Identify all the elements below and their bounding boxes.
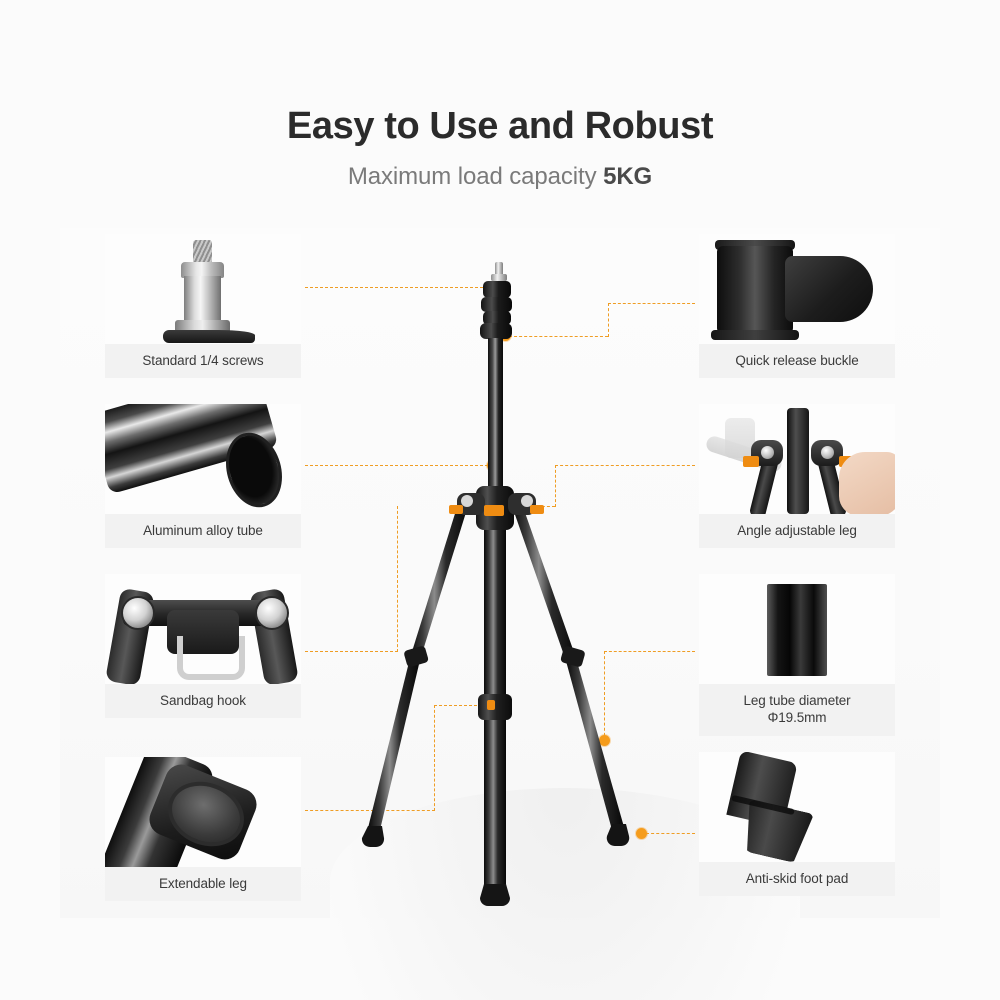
feature-label: Sandbag hook: [105, 684, 301, 719]
connector-quick-release-a: [509, 336, 608, 337]
connector-angle-leg-c: [555, 465, 695, 466]
leg-tube-diameter-image: [699, 574, 895, 684]
knuckle-screw-left: [761, 446, 774, 459]
feature-label-line1: Sandbag hook: [160, 693, 246, 708]
feature-card-quick-release-buckle[interactable]: Quick release buckle: [699, 234, 895, 379]
feature-label: Aluminum alloy tube: [105, 514, 301, 549]
angle-adjustable-leg-image: [699, 404, 895, 514]
feature-label: Angle adjustable leg: [699, 514, 895, 549]
connector-quick-release-c: [608, 303, 695, 304]
feature-label: Standard 1/4 screws: [105, 344, 301, 379]
buckle-bottom-cap: [711, 330, 799, 340]
connector-angle-leg-b: [555, 465, 556, 507]
connector-sandbag-hook-b: [305, 651, 398, 652]
aluminum-tube-image: [105, 404, 301, 514]
rivet-icon-right: [255, 596, 289, 630]
adjustable-center-column: [787, 408, 809, 514]
feature-label-line1: Quick release buckle: [735, 353, 859, 368]
connector-foot-pad: [646, 833, 695, 834]
connector-quick-release-b: [608, 303, 609, 337]
connector-extendable-leg-a: [434, 705, 487, 706]
screw-mount-plate: [163, 330, 255, 343]
rivet-icon-left: [121, 596, 155, 630]
feature-label-line1: Anti-skid foot pad: [745, 871, 849, 886]
feature-label-line1: Aluminum alloy tube: [143, 523, 263, 538]
subtitle-prefix: Maximum load capacity: [347, 162, 604, 190]
buckle-lever: [785, 256, 873, 322]
u-hook-icon: [177, 636, 245, 680]
ghost-head-outline: [725, 418, 755, 458]
feature-label-line1: Angle adjustable leg: [737, 523, 857, 538]
screw-top-flange: [181, 262, 224, 278]
anti-skid-foot-pad-image: [699, 752, 895, 862]
connector-extendable-leg-c: [305, 810, 435, 811]
feature-card-sandbag-hook[interactable]: Sandbag hook: [105, 574, 301, 719]
screw-body: [184, 276, 221, 322]
buckle-top-cap: [715, 240, 795, 250]
connector-standard-screws: [305, 287, 493, 288]
knuckle-screw-right: [821, 446, 834, 459]
feature-card-angle-adjustable-leg[interactable]: Angle adjustable leg: [699, 404, 895, 549]
leg-tube-sample: [767, 584, 827, 676]
sandbag-hook-image: [105, 574, 301, 684]
connector-aluminum-tube: [305, 465, 493, 466]
connector-sandbag-hook-a: [397, 506, 398, 652]
buckle-barrel: [717, 246, 793, 334]
connector-extendable-leg-b: [434, 705, 435, 811]
feature-label-line1: Extendable leg: [159, 876, 247, 891]
screw-thread-icon: [193, 240, 212, 266]
angle-release-tab-left: [743, 456, 759, 467]
connector-leg-diameter-a: [604, 651, 605, 741]
feature-card-extendable-leg[interactable]: Extendable leg: [105, 757, 301, 902]
feature-label: Anti-skid foot pad: [699, 862, 895, 897]
page-subtitle: Maximum load capacity 5KG: [0, 149, 1000, 191]
feature-label: Extendable leg: [105, 867, 301, 902]
callout-dot-foot-pad: [636, 828, 647, 839]
feature-label: Quick release buckle: [699, 344, 895, 379]
feature-card-leg-tube-diameter[interactable]: Leg tube diameter Φ19.5mm: [699, 574, 895, 736]
screw-base-flange: [175, 320, 230, 333]
subtitle-load-value: 5KG: [603, 162, 653, 190]
feature-label-line1: Leg tube diameter: [743, 693, 851, 708]
page-title: Easy to Use and Robust: [286, 105, 714, 147]
feature-label-line1: Standard 1/4 screws: [142, 353, 264, 368]
feature-label-line2: Φ19.5mm: [767, 710, 827, 726]
feature-card-anti-skid-foot-pad[interactable]: Anti-skid foot pad: [699, 752, 895, 897]
feature-label: Leg tube diameter Φ19.5mm: [699, 684, 895, 736]
quick-release-buckle-image: [699, 234, 895, 344]
hand-icon: [839, 452, 895, 514]
header: Easy to Use and Robust Maximum load capa…: [0, 0, 1000, 191]
standard-screws-image: [105, 234, 301, 344]
feature-card-standard-screws[interactable]: Standard 1/4 screws: [105, 234, 301, 379]
extendable-leg-image: [105, 757, 301, 867]
connector-leg-diameter-b: [604, 651, 695, 652]
callout-dot-leg-diameter: [599, 735, 610, 746]
feature-card-aluminum-tube[interactable]: Aluminum alloy tube: [105, 404, 301, 549]
